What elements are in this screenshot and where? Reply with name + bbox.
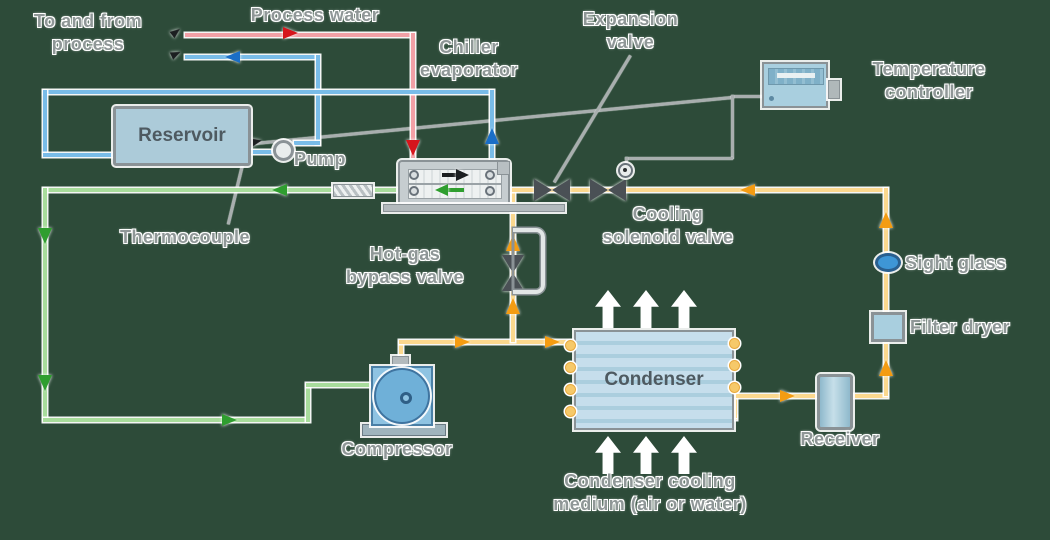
- condenser-coil-icon: [565, 406, 576, 417]
- flow-arrow-blue-up-icon: [485, 128, 499, 144]
- refrigerant-flow-arrow-icon: [435, 184, 448, 196]
- evaporator-bolt: [409, 186, 419, 196]
- label-expansion-valve: Expansion valve: [582, 9, 679, 52]
- temperature-controller-box: [762, 62, 828, 108]
- label-condenser-cooling-medium: Condenser cooling medium (air or water): [553, 471, 747, 514]
- solenoid-wire-horizontal: [625, 157, 733, 160]
- evaporator-bolt: [485, 186, 495, 196]
- reservoir-inlet-pipe: [43, 153, 118, 157]
- condenser-coil-icon: [565, 384, 576, 395]
- filter-dryer-body: [871, 312, 905, 342]
- air-flow-arrow-icon: [671, 436, 697, 474]
- pump-body: [273, 140, 294, 161]
- receiver-tank: [817, 374, 853, 430]
- evaporator-water-out-pipe: [490, 90, 494, 160]
- flow-arrow-suction-right-icon: [222, 414, 237, 426]
- liquid-riser-pipe: [884, 188, 888, 396]
- flow-arrow-red-to-evaporator-icon: [283, 27, 298, 39]
- flow-arrow-riser-up1-icon: [879, 360, 893, 376]
- controller-terminal: [828, 80, 840, 99]
- process-supply-pipe: [185, 55, 318, 59]
- process-return-pipe: [185, 33, 415, 37]
- suction-pipe-rise: [306, 385, 310, 422]
- condenser-body: Condenser: [574, 330, 734, 430]
- suction-pipe-left: [43, 188, 47, 420]
- flow-arrow-suction-down1-icon: [38, 228, 52, 244]
- label-pump: Pump: [294, 149, 347, 169]
- label-receiver: Receiver: [800, 429, 880, 449]
- pump-discharge-bend: [294, 141, 320, 145]
- air-flow-arrow-icon: [671, 290, 697, 328]
- suction-pipe-top: [43, 188, 400, 192]
- solenoid-coil: [618, 163, 633, 178]
- condenser-label: Condenser: [604, 369, 704, 390]
- water-flow-tail: [442, 173, 458, 177]
- reservoir-to-pump-pipe: [250, 150, 278, 154]
- flow-arrow-bypass-up1-icon: [506, 235, 520, 251]
- liquid-line-pipe: [506, 188, 888, 192]
- flexible-connector: [333, 184, 373, 197]
- condenser-coil-icon: [565, 340, 576, 351]
- air-flow-arrow-icon: [633, 436, 659, 474]
- compressor-hub: [400, 392, 412, 404]
- flow-arrow-suction-left-icon: [272, 184, 287, 196]
- flow-arrow-bypass-up2-icon: [506, 298, 520, 314]
- label-thermocouple: Thermocouple: [119, 227, 250, 247]
- flow-arrow-liquid-left-icon: [740, 184, 755, 196]
- pump-discharge-riser: [316, 55, 320, 145]
- air-flow-arrow-icon: [595, 436, 621, 474]
- suction-pipe-to-compressor: [306, 383, 370, 387]
- evaporator-fitting: [497, 161, 510, 175]
- label-compressor: Compressor: [341, 439, 453, 459]
- controller-wire-vertical: [731, 95, 734, 159]
- process-return-drop-pipe: [411, 33, 415, 158]
- cooling-solenoid-valve-symbol: [590, 179, 626, 201]
- discharge-pipe: [399, 340, 577, 344]
- flow-arrow-discharge1-icon: [455, 336, 470, 348]
- reservoir-tank: Reservoir: [113, 106, 251, 166]
- refrigerant-flow-tail: [448, 188, 464, 192]
- air-flow-arrow-icon: [595, 290, 621, 328]
- flow-arrow-riser-up2-icon: [879, 212, 893, 228]
- leader-arrow-bottom-icon: [169, 48, 183, 60]
- flow-arrow-suction-down2-icon: [38, 375, 52, 391]
- flow-arrow-receiver-icon: [780, 390, 795, 402]
- label-sight-glass: Sight glass: [905, 253, 1007, 273]
- label-to-and-from-process: To and from process: [33, 11, 143, 54]
- water-flow-arrow-icon: [456, 169, 469, 181]
- leader-arrow-top-icon: [169, 25, 183, 39]
- air-flow-arrow-icon: [633, 290, 659, 328]
- expansion-valve-leader-line: [552, 54, 632, 183]
- label-temperature-controller: Temperature controller: [872, 59, 986, 102]
- label-cooling-solenoid-valve: Cooling solenoid valve: [602, 204, 734, 247]
- label-process-water: Process water: [250, 5, 380, 25]
- suction-pipe-bottom: [43, 418, 308, 422]
- controller-display: [768, 68, 824, 85]
- flow-arrow-blue-to-process-icon: [225, 51, 240, 63]
- label-chiller-evaporator: Chiller evaporator: [419, 37, 519, 80]
- condenser-coil-icon: [729, 382, 740, 393]
- expansion-valve-symbol: [534, 179, 570, 201]
- evaporator-tray: [383, 204, 565, 212]
- reservoir-label: Reservoir: [138, 125, 226, 146]
- flow-arrow-discharge2-icon: [545, 336, 560, 348]
- flow-arrow-red-down-icon: [406, 140, 420, 156]
- evaporator-return-top-pipe: [43, 90, 492, 94]
- controller-wire-horizontal: [731, 95, 765, 98]
- condenser-coil-icon: [565, 362, 576, 373]
- condenser-outlet-rise: [733, 394, 737, 418]
- bypass-loop-pipe: [513, 228, 545, 294]
- label-hot-gas-bypass-valve: Hot-gas bypass valve: [345, 244, 465, 287]
- condenser-coil-icon: [729, 360, 740, 371]
- sight-glass-body: [875, 253, 901, 272]
- evaporator-bolt: [409, 170, 419, 180]
- receiver-pipe: [733, 394, 888, 398]
- label-filter-dryer: Filter dryer: [910, 317, 1011, 337]
- chiller-evaporator-body: [398, 160, 510, 206]
- reservoir-loop-left-pipe: [43, 90, 47, 155]
- compressor-discharge-stub: [399, 342, 403, 366]
- evaporator-bolt: [485, 170, 495, 180]
- compressor-flywheel: [374, 368, 430, 424]
- condenser-coil-icon: [729, 338, 740, 349]
